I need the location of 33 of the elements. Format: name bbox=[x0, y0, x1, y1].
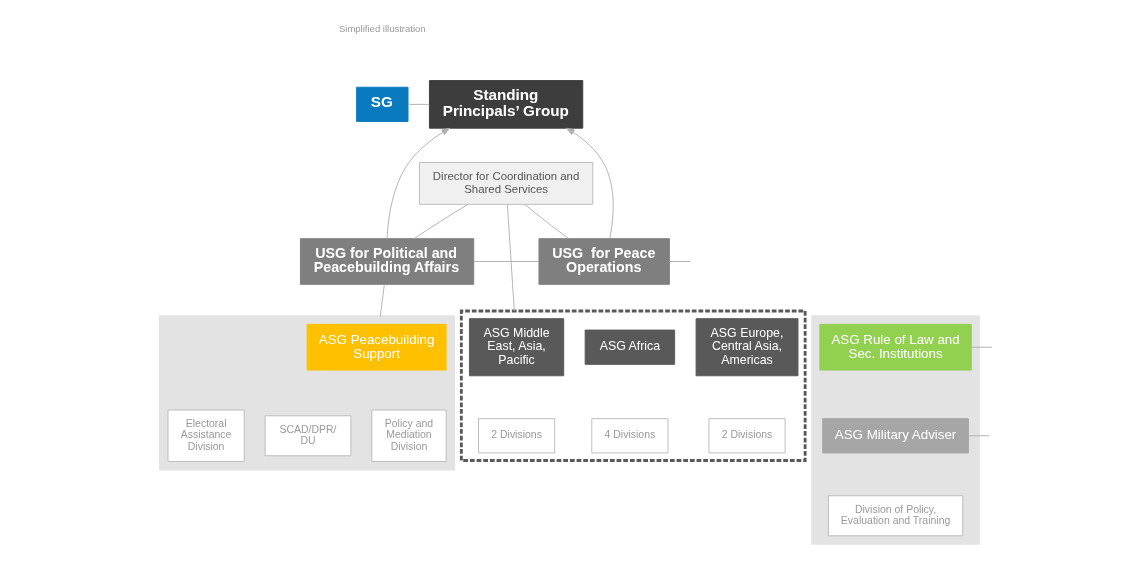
node-box: Policy and Mediation Division bbox=[371, 409, 447, 462]
node-box: 4 Divisions bbox=[591, 418, 669, 454]
node-box: ASG Military Adviser bbox=[822, 418, 969, 454]
connector bbox=[379, 284, 385, 318]
connector bbox=[473, 261, 540, 262]
node-box: SG bbox=[356, 86, 409, 122]
node-box: 2 Divisions bbox=[708, 418, 786, 454]
node-box: Division of Policy, Evaluation and Training bbox=[827, 495, 964, 537]
node-box: Director for Coordination and Shared Services bbox=[418, 162, 594, 205]
label: Simplified illustration bbox=[338, 22, 426, 34]
node-box: ASG Peacebuilding Support bbox=[306, 323, 447, 371]
node-box: USG for Peace Operations bbox=[538, 238, 670, 285]
node-box: ASG Europe, Central Asia, Americas bbox=[695, 318, 799, 377]
node-box: Electoral Assistance Division bbox=[167, 409, 245, 462]
connector bbox=[669, 261, 691, 262]
cluster bbox=[459, 309, 807, 462]
arrow bbox=[386, 127, 451, 240]
cluster bbox=[159, 315, 456, 471]
connector bbox=[524, 203, 570, 239]
connector bbox=[506, 204, 515, 312]
connector bbox=[971, 346, 993, 348]
node-box: Standing Principals’ Group bbox=[428, 80, 584, 129]
node-box: 2 Divisions bbox=[478, 418, 556, 454]
connector bbox=[968, 435, 990, 437]
connector bbox=[407, 103, 430, 105]
node-box: USG for Political and Peacebuilding Affairs bbox=[299, 238, 475, 285]
arrow bbox=[566, 127, 614, 239]
node-box: ASG Rule of Law and Sec. Institutions bbox=[819, 323, 972, 371]
connector bbox=[413, 203, 469, 239]
node-box: SCAD/DPR/ DU bbox=[264, 415, 352, 457]
node-box: ASG Africa bbox=[584, 329, 676, 365]
node-box: ASG Middle East, Asia, Pacific bbox=[468, 318, 565, 377]
cluster bbox=[811, 315, 980, 545]
